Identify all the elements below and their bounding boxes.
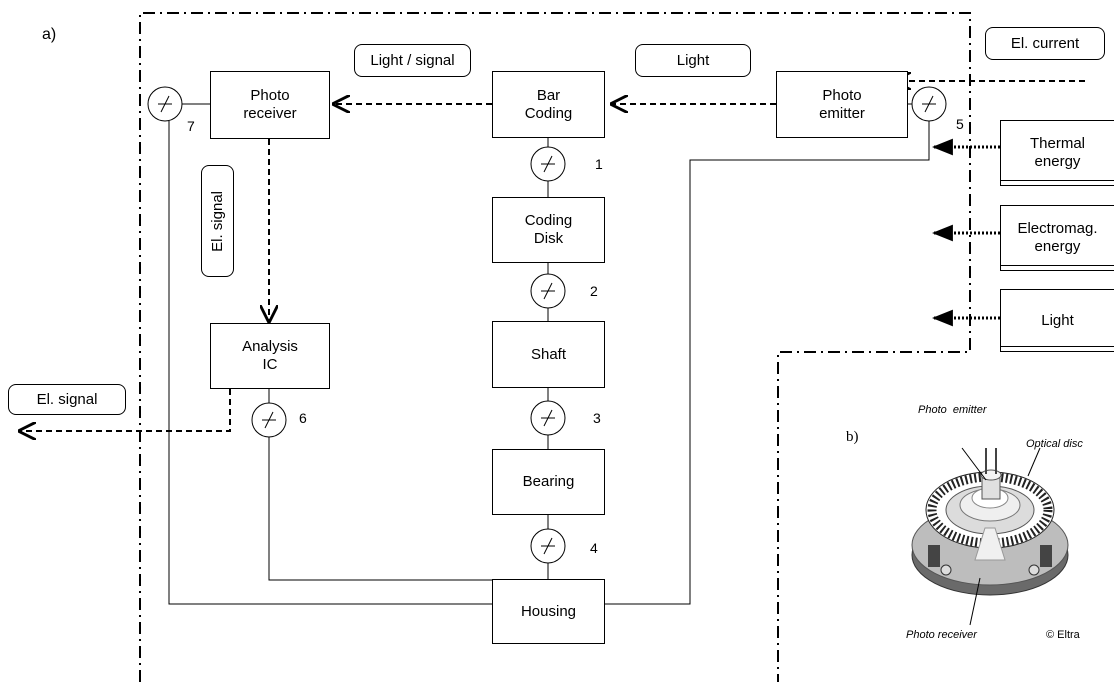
thermal-energy-input: Thermal energy [1000, 120, 1114, 186]
panel-b-label: b) [846, 429, 859, 445]
optical-disc-caption: Optical disc [1026, 438, 1083, 450]
eltra-credit: © Eltra [1046, 629, 1080, 641]
el-signal-vertical-text: El. signal [209, 190, 226, 252]
panel-a-label: a) [42, 26, 57, 43]
shaft-block: Shaft [492, 321, 605, 388]
interface-number-4: 4 [590, 540, 598, 556]
analysis-ic-block: Analysis IC [210, 323, 330, 389]
interface-number-1: 1 [595, 156, 603, 172]
photo-receiver-block: Photo receiver [210, 71, 330, 139]
signal-flows [20, 81, 1085, 431]
el-signal-out-label: El. signal [8, 384, 126, 415]
interface-number-2: 2 [590, 283, 598, 299]
system-boundary [139, 12, 971, 682]
housing-block: Housing [492, 579, 605, 644]
el-current-label: El. current [985, 27, 1105, 60]
light-input: Light [1000, 289, 1114, 352]
bar-coding-block: Bar Coding [492, 71, 605, 138]
bearing-block: Bearing [492, 449, 605, 515]
interface-number-3: 3 [593, 410, 601, 426]
interface-wires [168, 103, 930, 605]
flow-ic-signal-out [20, 389, 231, 431]
encoder-illustration [911, 447, 1069, 626]
interface-symbols [158, 95, 936, 555]
interface-number-5: 5 [956, 116, 964, 132]
interface-number-6: 6 [299, 410, 307, 426]
light-label: Light [635, 44, 751, 77]
photo-receiver-caption: Photo receiver [906, 629, 977, 641]
light-signal-label: Light / signal [354, 44, 471, 77]
electromag-energy-input: Electromag. energy [1000, 205, 1114, 271]
photo-emitter-caption: Photo emitter [918, 404, 987, 416]
photo-emitter-block: Photo emitter [776, 71, 908, 138]
el-signal-vertical-label: El. signal [201, 165, 234, 277]
interface-number-7: 7 [187, 118, 195, 134]
external-flows [931, 138, 1000, 327]
coding-disk-block: Coding Disk [492, 197, 605, 263]
